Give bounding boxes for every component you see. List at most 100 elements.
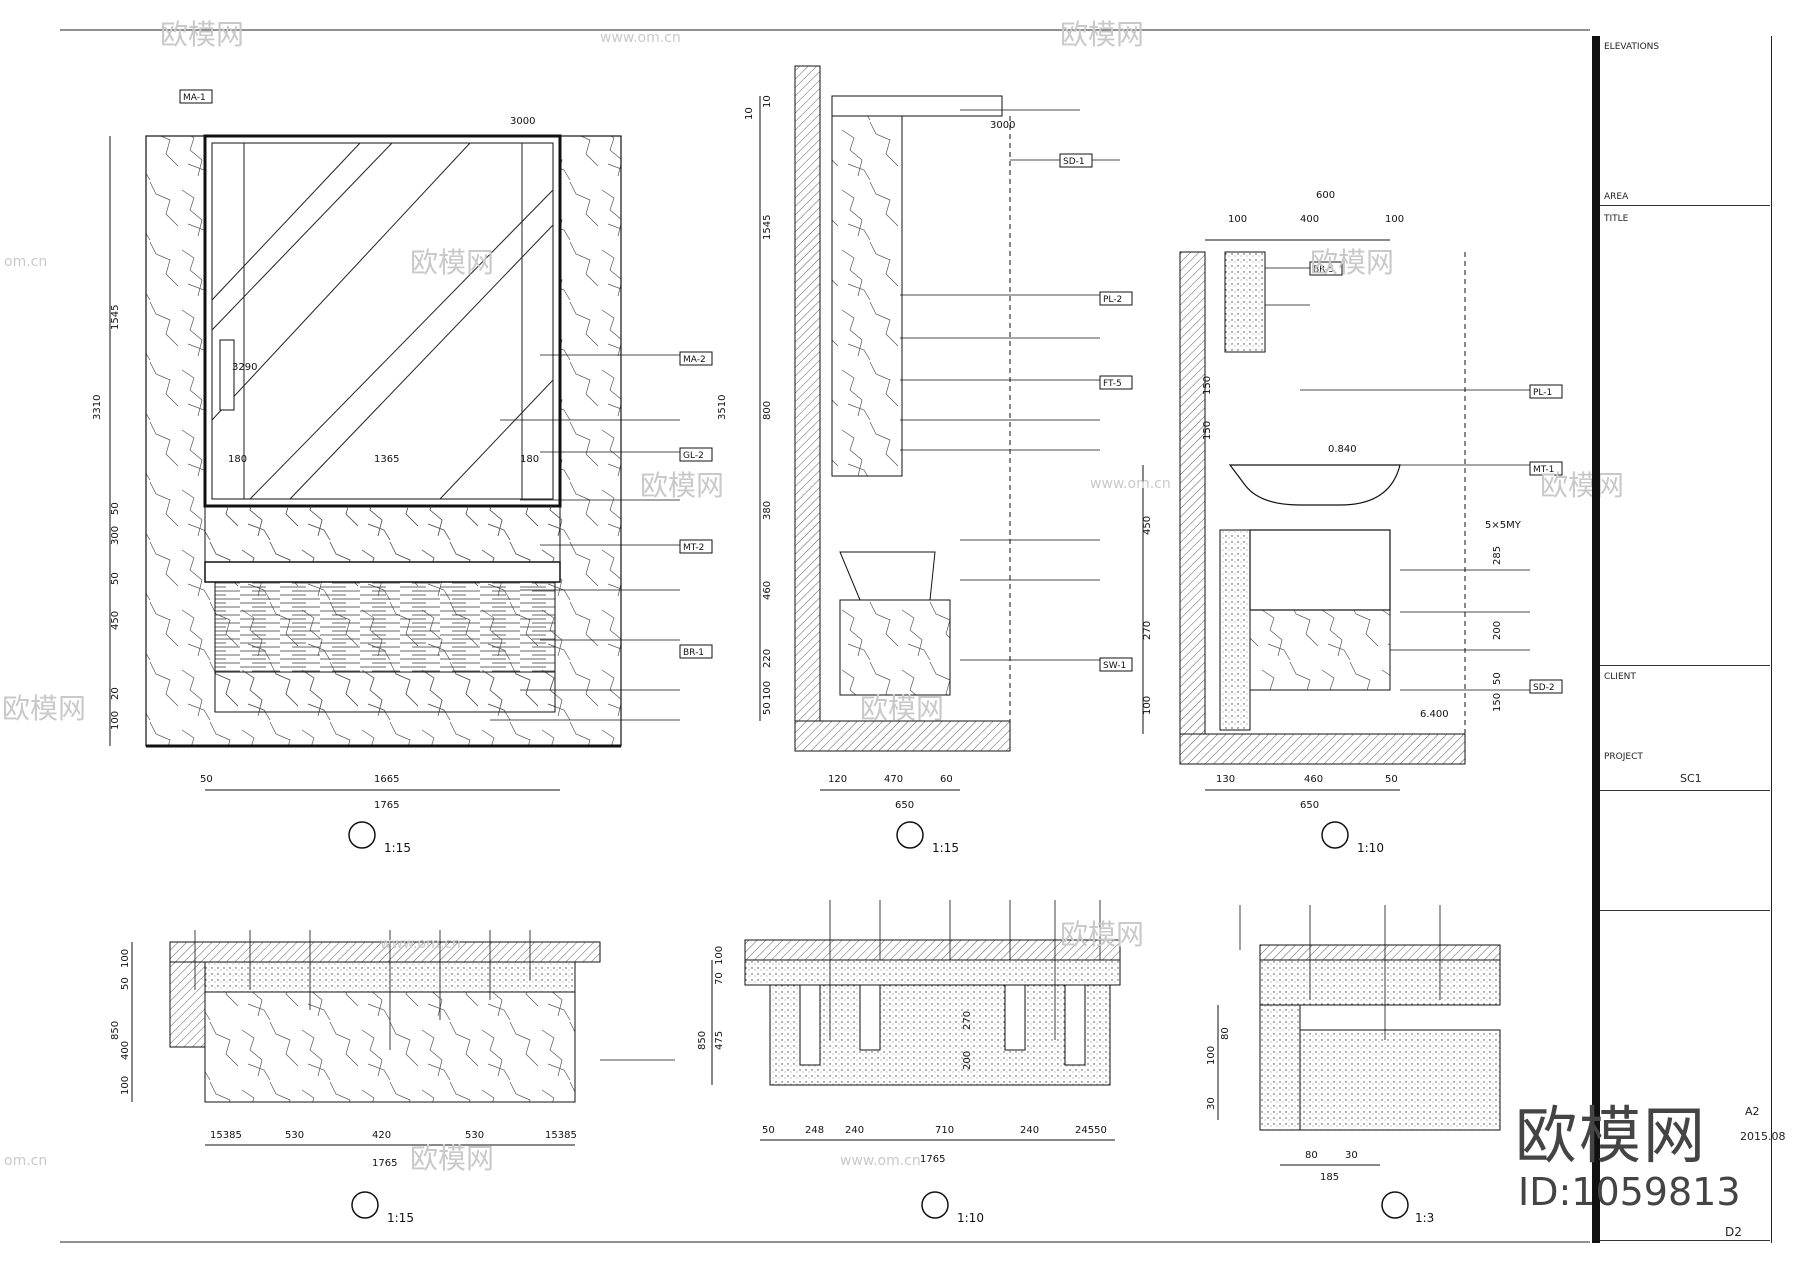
scale-label: 1:15 <box>932 841 959 855</box>
dimension-value: 80 <box>1305 1150 1318 1161</box>
dimension-value: 70 <box>714 972 725 985</box>
scale-label: 1:3 <box>1415 1211 1434 1225</box>
drawing-date: 2015.08 <box>1740 1130 1786 1143</box>
dimension-value: 0.840 <box>1328 444 1357 455</box>
dimension-value: 50 <box>200 774 213 785</box>
drawer-box <box>1249 529 1391 611</box>
dimension-value: 650 <box>1300 800 1319 811</box>
sheet-size: A2 <box>1745 1105 1760 1118</box>
dimension-value: 150 <box>1202 376 1213 395</box>
mirror-reflection-lines <box>211 142 554 500</box>
dimension-value: 120 <box>828 774 847 785</box>
dimension-value: 270 <box>962 1011 973 1030</box>
vanity-backsplash <box>204 505 561 563</box>
dimension-value: 6.400 <box>1420 709 1449 720</box>
dimension-value: 50 <box>110 572 121 585</box>
vanity-countertop <box>204 561 561 583</box>
watermark-site-short: om.cn <box>4 1153 47 1169</box>
title-block-title: TITLE <box>1604 214 1629 224</box>
material-tag-box <box>1529 679 1563 694</box>
dimension-value: 150 <box>1202 421 1213 440</box>
title-block-client: CLIENT <box>1604 672 1636 682</box>
dimension-value: 130 <box>1216 774 1235 785</box>
title-block-band <box>1592 36 1600 1243</box>
watermark-brand: 欧模网 <box>860 692 944 725</box>
dimension-value: 285 <box>1492 546 1503 565</box>
title-block-heading: ELEVATIONS <box>1604 42 1660 52</box>
material-tag-box <box>1529 461 1563 476</box>
site-watermarks: 欧模网 www.om.cn 欧模网 om.cn 欧模网 欧模网 欧模网 欧模网 … <box>2 18 1624 1175</box>
material-code: BR-1 <box>683 648 704 658</box>
material-tag-box <box>679 539 713 554</box>
watermark-site: www.om.cn <box>380 936 461 952</box>
dimension-value: 1545 <box>762 215 773 240</box>
watermark-site-short: om.cn <box>4 254 47 270</box>
dimension-value: 185 <box>1320 1172 1339 1183</box>
dimension-value: 420 <box>372 1130 391 1141</box>
dimension-value: 470 <box>884 774 903 785</box>
dimension-value: 1365 <box>374 454 399 465</box>
dimension-value: 530 <box>285 1130 304 1141</box>
watermark-site: www.om.cn <box>1090 476 1171 492</box>
dimension-value: 30 <box>1206 1097 1217 1110</box>
section-callout-bubble <box>896 821 924 849</box>
dimension-value: 5×5MY <box>1485 520 1522 531</box>
scale-label: 1:10 <box>957 1211 984 1225</box>
vanity-base-marble <box>214 671 556 713</box>
dimension-value: 100 <box>762 681 773 700</box>
dimension-value: 50 <box>120 977 131 990</box>
dimension-value: 10 <box>762 95 773 108</box>
material-tag-box <box>1099 291 1133 306</box>
title-block-rule <box>1600 910 1770 911</box>
cabinet-marble-base <box>1249 609 1391 691</box>
material-tag-box <box>1309 261 1343 276</box>
dimension-value: 710 <box>935 1125 954 1136</box>
dimension-value: 3290 <box>232 362 257 373</box>
leader-lines <box>1239 905 1441 1040</box>
material-code: SD-1 <box>1063 157 1085 167</box>
dimension-value: 380 <box>762 501 773 520</box>
material-code: PL-2 <box>1103 295 1122 305</box>
title-block-project: PROJECT <box>1604 752 1643 762</box>
title-block-project-code: SC1 <box>1680 772 1702 785</box>
section-callout-bubble <box>348 821 376 849</box>
dimension-value: 10 <box>744 107 755 120</box>
marble-cladding <box>831 95 903 477</box>
cabinet-substrate <box>1219 529 1251 731</box>
mirror-cabinet <box>1224 251 1266 353</box>
watermark-brand: 欧模网 <box>1060 918 1144 951</box>
dimension-value: 460 <box>1304 774 1323 785</box>
material-code: MA-1 <box>183 93 206 103</box>
watermark-brand: 欧模网 <box>2 692 86 725</box>
dimension-value: 180 <box>228 454 247 465</box>
dimension-value: 50 <box>1385 774 1398 785</box>
dimension-value: 50 <box>110 502 121 515</box>
dimension-value: 240 <box>845 1125 864 1136</box>
section-callout-bubble <box>1381 1191 1409 1219</box>
material-tag-box <box>679 447 713 462</box>
dimension-value: 100 <box>1228 214 1247 225</box>
material-code: PL-1 <box>1533 388 1552 398</box>
watermark-brand: 欧模网 <box>1540 469 1624 502</box>
material-code-tags: MA-1MA-2GL-2MT-2BR-1SD-1PL-2FT-5SW-1BR-5… <box>179 89 1563 694</box>
cabinet-dotted-outline <box>769 984 1111 1086</box>
material-tag-box <box>1059 153 1093 168</box>
dimension-value: 400 <box>120 1041 131 1060</box>
watermark-brand: 欧模网 <box>1310 246 1394 279</box>
leader-lines <box>900 109 1120 661</box>
leader-lines <box>1265 267 1530 691</box>
dimension-value: 3510 <box>717 395 728 420</box>
dimension-value: 100 <box>1385 214 1404 225</box>
dimension-value: 3000 <box>510 116 535 127</box>
material-code: GL-2 <box>683 451 704 461</box>
dimension-value: 24550 <box>1075 1125 1107 1136</box>
dimension-value: 100 <box>714 946 725 965</box>
watermark-brand: 欧模网 <box>410 246 494 279</box>
material-tag-box <box>1099 657 1133 672</box>
